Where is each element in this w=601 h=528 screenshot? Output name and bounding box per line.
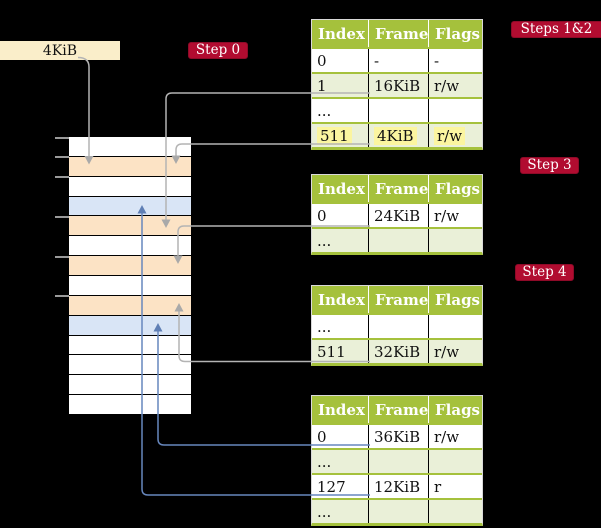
cell-frame: [369, 229, 429, 252]
cell-index: 1: [312, 74, 369, 97]
cell-index: ...: [312, 99, 369, 122]
cell-flags: r/w: [434, 342, 460, 361]
memory-address-tick: [55, 215, 69, 218]
cell-frame: [369, 315, 429, 338]
memory-frame-row: [69, 216, 191, 236]
column-header-flags: Flags: [435, 179, 480, 198]
cell-frame: -: [369, 49, 429, 72]
memory-address-tick: [55, 136, 69, 139]
cell-index: 0: [312, 425, 369, 448]
memory-frame-row: [69, 315, 191, 335]
memory-frame-row: [69, 295, 191, 315]
column-header-index: Index: [312, 175, 369, 202]
column-header-index: Index: [312, 286, 369, 313]
cell-frame: 4KiB: [369, 124, 429, 147]
cell-frame: 36KiB: [369, 425, 429, 448]
column-header-frame: Frame: [369, 286, 429, 313]
table-row: ...: [312, 448, 482, 473]
physical-memory-column: [69, 137, 191, 415]
cell-frame: 12KiB: [369, 475, 429, 498]
memory-frame-row: [69, 375, 191, 395]
cell-index: 127: [312, 475, 369, 498]
column-header-index: Index: [312, 396, 369, 423]
cell-frame: [369, 500, 429, 523]
cell-index: 0: [312, 204, 369, 227]
memory-address-tick: [55, 156, 69, 159]
cell-index: 511: [312, 340, 369, 363]
cell-flags: [429, 450, 481, 473]
cell-frame: 32KiB: [369, 340, 429, 363]
memory-frame-row: [69, 196, 191, 216]
column-header-flags: Flags: [435, 290, 480, 309]
cell-flags: [429, 229, 481, 252]
table-row: 0 36KiB r/w: [312, 423, 482, 448]
page-table-level1: Index Frame Flags 0 36KiB r/w ... 127 12…: [311, 395, 483, 526]
table-row: 0 - -: [312, 47, 482, 72]
table-row: 127 12KiB r: [312, 473, 482, 498]
cell-flags: r/w: [429, 124, 481, 147]
cell-flags: -: [434, 51, 440, 70]
memory-address-tick: [55, 255, 69, 258]
table-row: ...: [312, 313, 482, 338]
table-row: ...: [312, 498, 482, 523]
memory-address-tick: [55, 176, 69, 179]
cell-flags: r/w: [434, 76, 460, 95]
cr3-frame-label: 4KiB: [42, 42, 78, 59]
table-header-row: Index Frame Flags: [312, 286, 482, 313]
step4-badge: Step 4: [515, 264, 574, 281]
cell-index: 0: [312, 49, 369, 72]
steps-1-2-badge: Steps 1&2: [511, 21, 601, 38]
memory-frame-row: [69, 137, 191, 156]
cell-frame: 16KiB: [369, 74, 429, 97]
table-row: ...: [312, 97, 482, 122]
cell-index: ...: [312, 315, 369, 338]
cell-index: ...: [312, 500, 369, 523]
cell-frame: [369, 99, 429, 122]
cell-flags: [429, 500, 481, 523]
step0-badge: Step 0: [188, 42, 248, 59]
memory-frame-row: [69, 236, 191, 256]
table-header-row: Index Frame Flags: [312, 396, 482, 423]
cell-flags: r/w: [434, 427, 460, 446]
cell-frame: 24KiB: [369, 204, 429, 227]
page-table-level2: Index Frame Flags ... 511 32KiB r/w: [311, 285, 483, 366]
table-row: ...: [312, 227, 482, 252]
cr3-frame-box: 4KiB: [0, 41, 120, 60]
memory-frame-row: [69, 355, 191, 375]
memory-frame-row: [69, 256, 191, 276]
cell-index: 511: [312, 124, 369, 147]
table-row-highlighted: 511 4KiB r/w: [312, 122, 482, 147]
page-table-level4: Index Frame Flags 0 - - 1 16KiB r/w ... …: [311, 19, 483, 150]
page-table-level3: Index Frame Flags 0 24KiB r/w ...: [311, 174, 483, 255]
column-header-frame: Frame: [369, 396, 429, 423]
memory-frame-row: [69, 176, 191, 196]
memory-address-tick: [55, 295, 69, 298]
column-header-frame: Frame: [369, 175, 429, 202]
memory-frame-row: [69, 156, 191, 176]
cell-flags: r: [434, 477, 442, 496]
cell-flags: r/w: [434, 206, 460, 225]
table-header-row: Index Frame Flags: [312, 20, 482, 47]
table-row: 0 24KiB r/w: [312, 202, 482, 227]
column-header-frame: Frame: [369, 20, 429, 47]
table-header-row: Index Frame Flags: [312, 175, 482, 202]
memory-frame-row: [69, 395, 191, 415]
table-row: 1 16KiB r/w: [312, 72, 482, 97]
cell-index: ...: [312, 229, 369, 252]
step3-badge: Step 3: [520, 157, 579, 174]
column-header-index: Index: [312, 20, 369, 47]
cell-frame: [369, 450, 429, 473]
column-header-flags: Flags: [435, 24, 480, 43]
table-row: 511 32KiB r/w: [312, 338, 482, 363]
memory-frame-row: [69, 335, 191, 355]
cell-flags: [429, 315, 481, 338]
cell-flags: [429, 99, 481, 122]
cell-index: ...: [312, 450, 369, 473]
memory-frame-row: [69, 276, 191, 295]
column-header-flags: Flags: [435, 400, 480, 419]
